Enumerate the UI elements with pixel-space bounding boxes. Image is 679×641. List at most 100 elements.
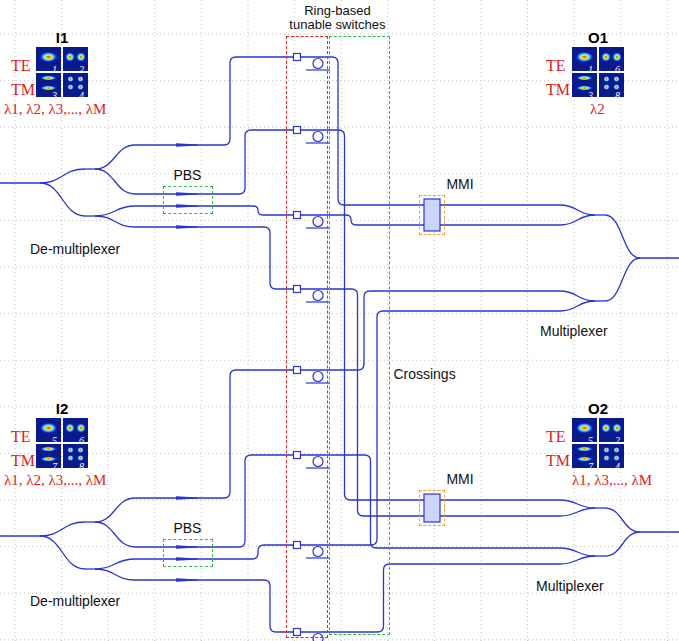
- grid-line: [0, 406, 679, 407]
- mode-intensity: [576, 446, 593, 451]
- pbs-taper: [176, 143, 198, 147]
- heater-pad: [294, 542, 301, 549]
- mode-number: 5: [52, 435, 57, 447]
- waveguide: [135, 130, 560, 500]
- region-label: Ring-based tunable switches: [281, 4, 393, 34]
- label-holder: 8: [615, 85, 620, 103]
- mode-number: 2: [615, 435, 620, 447]
- drop-bus: [306, 557, 330, 558]
- label-holder: λ1, λ2, λ3,..., λM: [4, 471, 106, 489]
- waveguide: [560, 556, 595, 564]
- waveguide: [560, 215, 595, 225]
- mode-number: 6: [615, 64, 620, 76]
- heater-pad: [294, 629, 301, 636]
- tile-ground: [572, 47, 597, 71]
- drop-bus: [306, 227, 330, 228]
- label-holder: 5: [52, 430, 57, 448]
- label-holder: 4: [79, 85, 84, 103]
- tile-ground: [572, 418, 597, 442]
- tile-ground: [36, 47, 61, 71]
- waveguide: [135, 564, 560, 632]
- label-holder: De-multiplexer: [30, 240, 120, 258]
- grid-line: [387, 0, 388, 641]
- label-holder: λ1, λ3,..., λM: [572, 471, 652, 489]
- label-holder: 6: [615, 59, 620, 77]
- label-holder: 1: [588, 59, 593, 77]
- mode-number: 5: [588, 435, 593, 447]
- label-holder: TM: [11, 452, 35, 470]
- mode-number: 7: [52, 461, 57, 473]
- heater-pad: [294, 286, 301, 293]
- mode-number: 7: [588, 461, 593, 473]
- region-label: MMI: [446, 471, 473, 487]
- mode-tile: [36, 444, 61, 468]
- waveguide: [135, 291, 560, 498]
- waveguide: [95, 569, 135, 580]
- mode-tile: [36, 47, 61, 71]
- tile-ground: [36, 73, 61, 97]
- mode-number: 3: [52, 90, 57, 102]
- label-holder: 7: [52, 456, 57, 474]
- pbs-taper: [176, 545, 198, 549]
- mode-intensity: [603, 84, 610, 90]
- polarization-label: TM: [546, 452, 570, 470]
- mode-intensity: [576, 85, 593, 90]
- mode-intensity: [40, 85, 57, 90]
- micro-ring: [313, 457, 323, 467]
- mode-number: 1: [52, 64, 57, 76]
- micro-ring: [313, 547, 323, 557]
- label-holder: 2: [615, 430, 620, 448]
- grid-line: [0, 546, 679, 547]
- tile-ground: [572, 73, 597, 97]
- label-holder: 5: [588, 430, 593, 448]
- dashed-region: Crossings: [329, 36, 390, 635]
- pbs-taper: [176, 496, 198, 500]
- waveguide: [605, 215, 640, 258]
- grid-line: [0, 127, 679, 128]
- region-label: PBS: [173, 520, 201, 536]
- mode-intensity: [40, 52, 58, 63]
- polarization-label: TM: [546, 81, 570, 99]
- mode-intensity: [612, 423, 622, 433]
- dashed-region: PBS: [163, 539, 213, 567]
- waveguide: [560, 500, 595, 508]
- mode-intensity: [40, 446, 57, 451]
- mode-intensity: [613, 447, 620, 453]
- dashed-region: PBS: [163, 186, 213, 214]
- waveguide: [95, 216, 135, 227]
- dashed-region: MMI: [419, 490, 445, 526]
- mode-number: 4: [615, 461, 620, 473]
- mode-tile: [599, 47, 624, 71]
- waveguide: [40, 183, 85, 216]
- tile-ground: [63, 73, 88, 97]
- waveguides: [0, 57, 679, 632]
- waveguide: [95, 498, 135, 522]
- label-holder: I1: [56, 29, 69, 47]
- mode-intensity: [67, 455, 74, 461]
- heater-pad: [294, 367, 301, 374]
- mode-intensity: [77, 76, 84, 82]
- mode-intensity: [576, 423, 594, 434]
- micro-ring: [313, 132, 323, 142]
- mode-intensity: [77, 455, 84, 461]
- waveguide: [595, 300, 605, 301]
- mode-intensity: [612, 52, 622, 62]
- mode-intensity: [77, 84, 84, 90]
- mode-intensity: [576, 456, 593, 461]
- pbs-tapers: [176, 143, 198, 582]
- waveguide: [95, 522, 135, 547]
- label-holder: Multiplexer: [540, 322, 608, 340]
- waveguide: [605, 508, 640, 532]
- waveguide: [135, 311, 560, 559]
- port-label: O2: [588, 400, 608, 417]
- tile-ground: [63, 444, 88, 468]
- waveguide: [40, 522, 85, 536]
- mode-number: 2: [79, 64, 84, 76]
- mode-number: 1: [588, 64, 593, 76]
- waveguide: [560, 301, 595, 311]
- waveguide: [605, 532, 640, 556]
- mode-tile: [36, 418, 61, 442]
- mode-intensity: [77, 447, 84, 453]
- label-holder: TM: [546, 81, 570, 99]
